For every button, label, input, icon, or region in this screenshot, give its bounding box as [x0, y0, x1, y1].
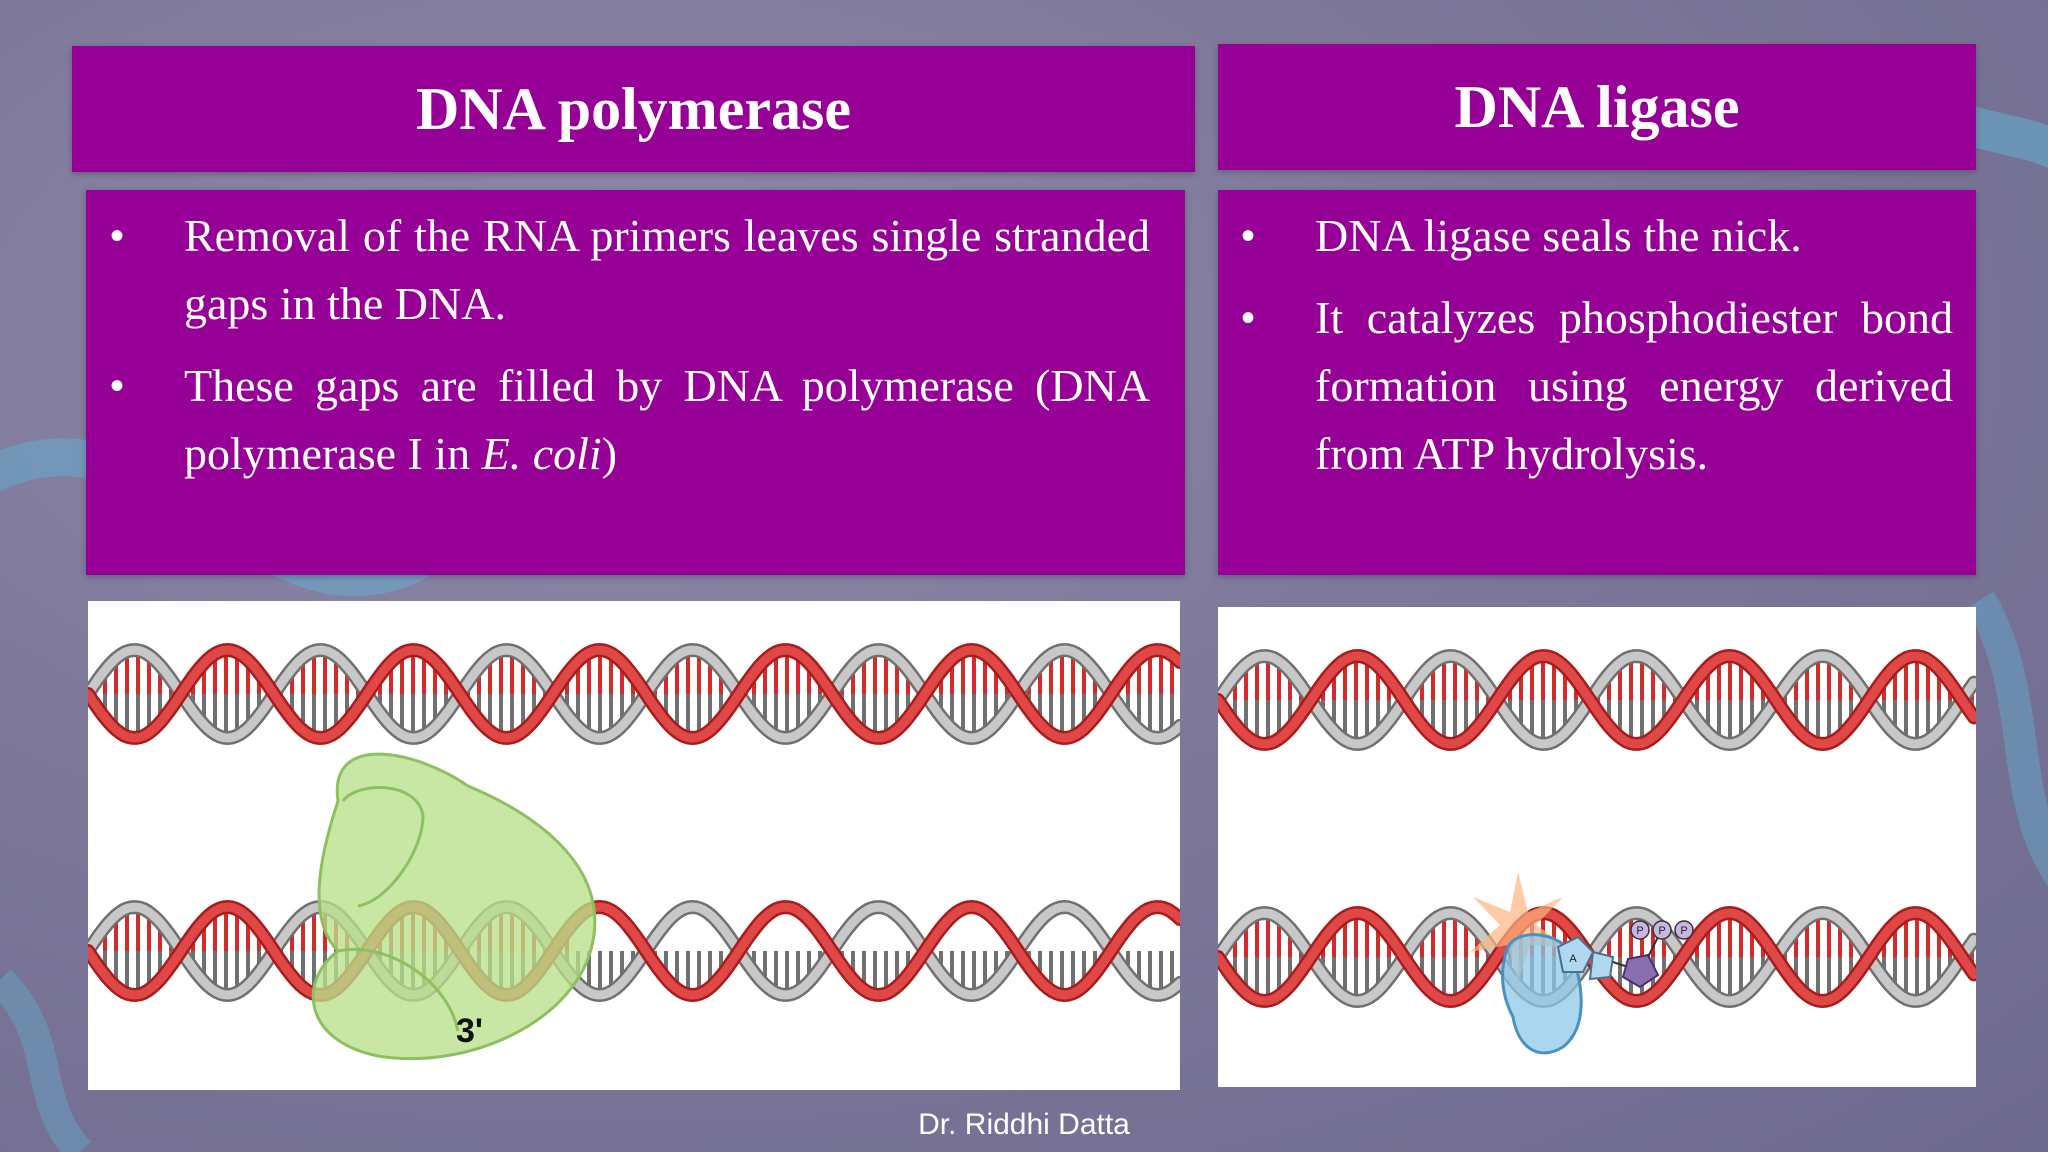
phosphate-icon — [1630, 920, 1650, 940]
dna-strand — [1218, 651, 1976, 749]
bullet-text: Removal of the RNA primers leaves single… — [184, 210, 1150, 329]
polymerase-figure: 3' — [88, 601, 1180, 1090]
footer-author: Dr. Riddhi Datta — [918, 1108, 1130, 1141]
bullet-text-part: These gaps are filled by DNA polymerase … — [184, 360, 1150, 479]
polymerase-title: DNA polymerase — [416, 75, 851, 142]
dna-helix-top — [88, 642, 1180, 746]
polymerase-dna-diagram: 3' — [88, 642, 1180, 1061]
phosphate-label: P — [1680, 925, 1687, 937]
atp-molecule: P P P A — [1556, 920, 1694, 989]
ligase-bullet-list: • DNA ligase seals the nick. • It cataly… — [1241, 202, 1953, 502]
adenine-label: A — [1569, 953, 1577, 965]
bullet-text: DNA ligase seals the nick. — [1315, 210, 1802, 261]
dna-strand — [1218, 908, 1976, 1006]
polymerase-enzyme — [311, 752, 597, 1061]
bullet-icon: • — [1241, 296, 1256, 340]
dna-strand — [88, 645, 1180, 743]
bullet-item: • It catalyzes phosphodiester bond forma… — [1241, 284, 1953, 488]
polymerase-text-box: • Removal of the RNA primers leaves sing… — [86, 190, 1185, 575]
dna-strand — [1218, 651, 1976, 749]
bullet-text: It catalyzes phosphodiester bond formati… — [1315, 292, 1953, 479]
ligase-title: DNA ligase — [1454, 73, 1740, 140]
bullet-item: • These gaps are filled by DNA polymeras… — [110, 352, 1150, 488]
ligase-title-box: DNA ligase — [1218, 44, 1976, 170]
bullet-italic-organism: E. coli — [481, 428, 602, 479]
phosphate-label: P — [1658, 925, 1665, 937]
polymerase-title-box: DNA polymerase — [72, 46, 1195, 172]
ligase-figure: P P P A — [1218, 607, 1976, 1087]
dna-helix-bottom — [88, 899, 1180, 1003]
ligase-dna-diagram: P P P A — [1218, 648, 1976, 1055]
dna-strand — [88, 902, 1180, 1000]
ligase-text-box: • DNA ligase seals the nick. • It cataly… — [1218, 190, 1976, 575]
dna-helix-top — [1218, 648, 1976, 752]
phosphate-icon — [1674, 920, 1694, 940]
phosphate-label: P — [1636, 925, 1643, 937]
bullet-icon: • — [110, 364, 125, 408]
polymerase-bullet-list: • Removal of the RNA primers leaves sing… — [110, 202, 1150, 502]
nick-spark-icon — [1470, 872, 1568, 982]
bullet-item: • Removal of the RNA primers leaves sing… — [110, 202, 1150, 338]
bullet-text-part: ) — [601, 428, 618, 479]
bullet-icon: • — [1241, 214, 1256, 258]
phosphate-icon — [1652, 920, 1672, 940]
bullet-icon: • — [110, 214, 125, 258]
three-prime-label: 3' — [456, 1012, 483, 1050]
bullet-item: • DNA ligase seals the nick. — [1241, 202, 1953, 270]
